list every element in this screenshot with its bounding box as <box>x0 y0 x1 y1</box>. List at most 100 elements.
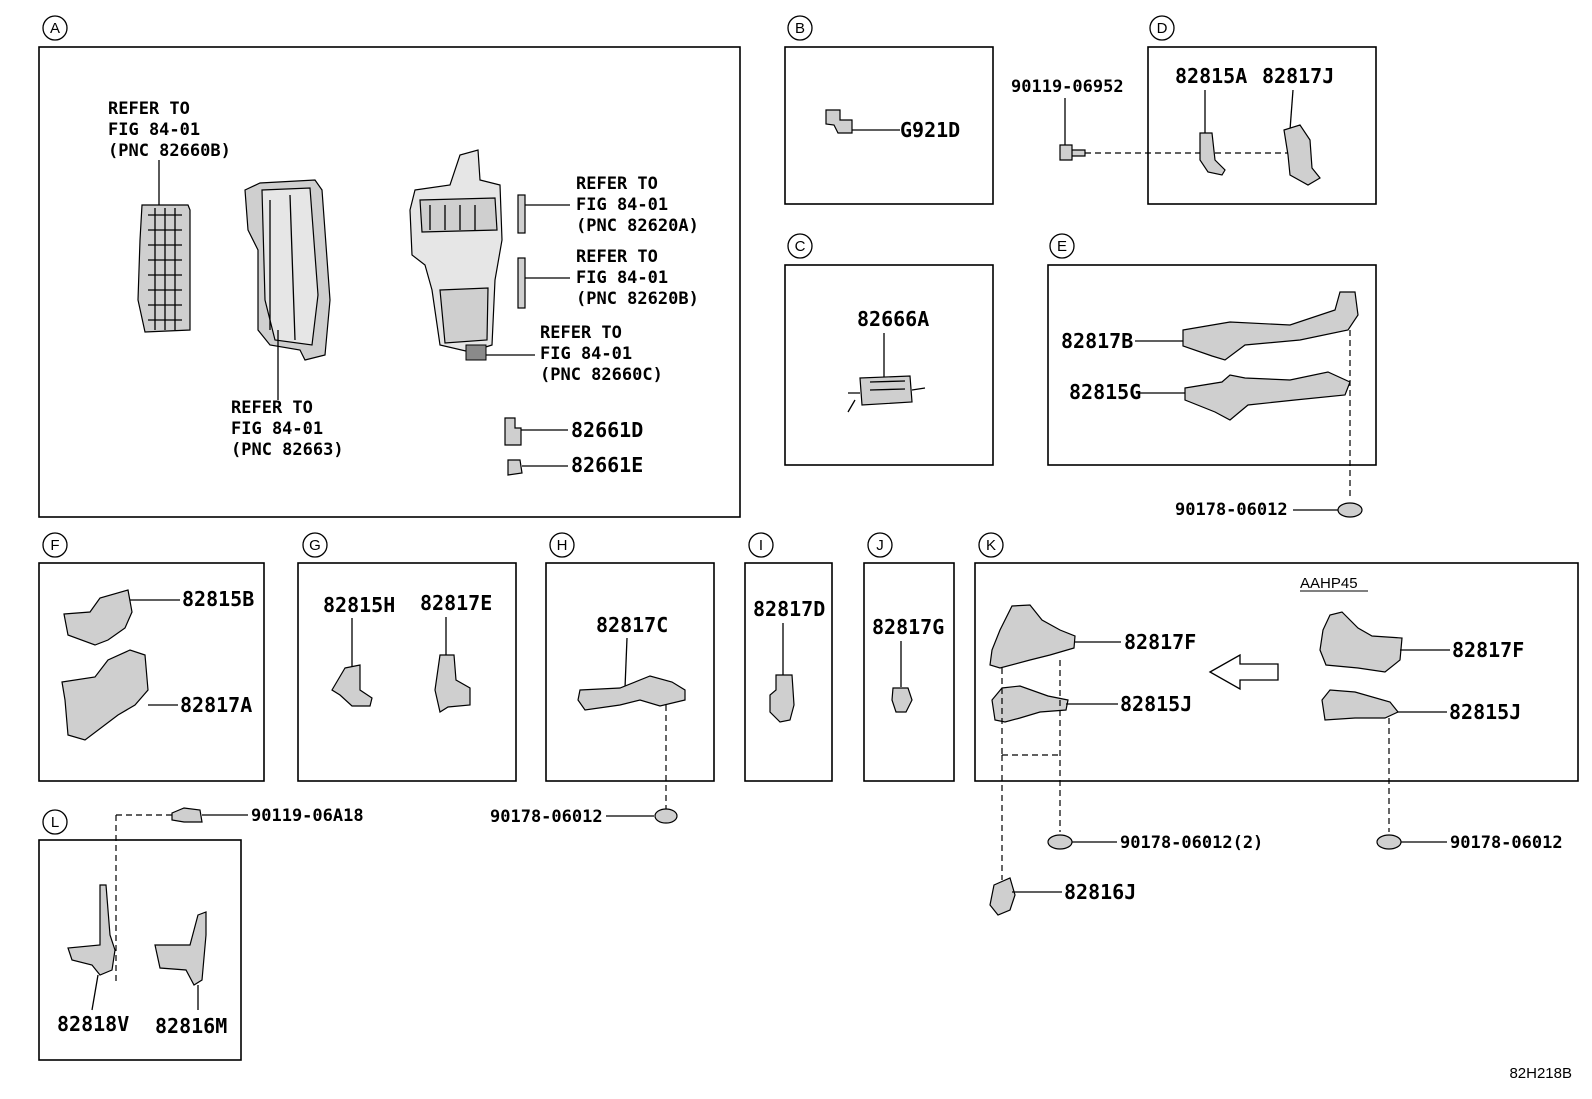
part-82666a-label: 82666A <box>857 307 929 331</box>
section-a-box <box>38 46 741 518</box>
section-a-marker <box>42 15 68 41</box>
section-j: J 82817G <box>863 532 955 782</box>
fastener-k-right-label: 90178-06012 <box>1450 833 1563 853</box>
section-e: E 82817B 82815G 90178-06012 <box>1047 233 1377 520</box>
section-h-marker <box>549 532 575 558</box>
section-j-marker <box>867 532 893 558</box>
section-b-marker <box>787 15 813 41</box>
part-82817f-left-drawing <box>989 604 1076 669</box>
section-j-letter: J <box>876 537 884 554</box>
part-82815a-drawing <box>1199 132 1226 176</box>
part-82661e-label: 82661E <box>571 453 643 477</box>
connector-block-82660b-drawing <box>137 204 191 333</box>
ref-82660b-line3: (PNC 82660B) <box>108 141 231 161</box>
section-d: D 90119-06952 82815A 82817J <box>1011 15 1377 205</box>
part-g921d-label: G921D <box>900 118 960 142</box>
fastener-h-label: 90178-06012 <box>490 807 603 827</box>
clip-k-left-drawing <box>1047 834 1073 850</box>
ref-82620a-line3: (PNC 82620A) <box>576 216 699 236</box>
section-k-marker <box>978 532 1004 558</box>
part-82816j-drawing <box>989 877 1016 916</box>
section-d-marker <box>1149 15 1175 41</box>
part-82815h-drawing <box>331 664 373 707</box>
section-h-letter: H <box>557 537 568 554</box>
part-82817d-label: 82817D <box>753 597 825 621</box>
ref-82663-line1: REFER TO <box>231 398 313 418</box>
part-82817f-right-drawing <box>1319 611 1403 673</box>
part-82817e-drawing <box>434 654 471 713</box>
section-c-letter: C <box>795 238 806 255</box>
section-l-box <box>38 839 242 1061</box>
part-82815b-drawing <box>63 589 133 646</box>
relay-block-drawing <box>409 149 503 361</box>
section-h: H 82817C 90178-06012 <box>490 532 715 827</box>
fuse-82620a-drawing <box>517 194 526 234</box>
part-82817b-drawing <box>1182 291 1359 361</box>
leader-82817j <box>1289 89 1294 131</box>
part-82817j-drawing <box>1283 124 1321 186</box>
section-k: K AAHP45 82817F 82815J 82817F 82815J 901… <box>974 532 1579 916</box>
section-c-box <box>784 264 994 466</box>
section-e-box <box>1047 264 1377 466</box>
section-f-box <box>38 562 265 782</box>
section-l: L 90119-06A18 82818V 82816M <box>38 806 364 1061</box>
ref-82620b-line1: REFER TO <box>576 247 658 267</box>
part-82818v-drawing <box>67 884 116 976</box>
arrow-left-icon <box>1208 653 1279 691</box>
section-f-letter: F <box>50 537 59 554</box>
ref-82620b-line3: (PNC 82620B) <box>576 289 699 309</box>
section-i-letter: I <box>759 537 763 554</box>
part-82815b-label: 82815B <box>182 587 254 611</box>
section-a-letter: A <box>50 20 60 37</box>
leader-82818v <box>91 974 99 1011</box>
ref-82660b-line1: REFER TO <box>108 99 190 119</box>
part-82816m-label: 82816M <box>155 1014 227 1038</box>
section-c-marker <box>787 233 813 259</box>
part-82661d-label: 82661D <box>571 418 643 442</box>
part-82815h-label: 82815H <box>323 593 395 617</box>
section-d-box <box>1147 46 1377 205</box>
part-82815g-label: 82815G <box>1069 380 1141 404</box>
part-82817a-drawing <box>61 649 149 741</box>
part-82817a-label: 82817A <box>180 693 252 717</box>
part-82816m-drawing <box>154 911 207 986</box>
section-g-letter: G <box>309 537 321 554</box>
section-e-marker <box>1049 233 1075 259</box>
section-i-marker <box>748 532 774 558</box>
part-82815j-right-drawing <box>1321 689 1399 721</box>
ref-82660c-line1: REFER TO <box>540 323 622 343</box>
section-l-marker <box>42 809 68 835</box>
clip-h-drawing <box>654 808 678 824</box>
part-82817b-label: 82817B <box>1061 329 1133 353</box>
section-g: G 82815H 82817E <box>297 532 517 782</box>
ref-82660c-line2: FIG 84-01 <box>540 344 632 364</box>
part-82817j-label: 82817J <box>1262 64 1334 88</box>
section-g-box <box>297 562 517 782</box>
section-i: I 82817D <box>744 532 833 782</box>
part-82815j-left-drawing <box>991 685 1069 723</box>
section-b-letter: B <box>795 20 805 37</box>
section-b-box <box>784 46 994 205</box>
section-f-marker <box>42 532 68 558</box>
ref-82660c-line3: (PNC 82660C) <box>540 365 663 385</box>
bolt-90119-06952-drawing <box>1059 144 1086 161</box>
ref-82620a-line1: REFER TO <box>576 174 658 194</box>
leader-82817c <box>624 637 628 689</box>
fastener-90119-06a18-label: 90119-06A18 <box>251 806 364 826</box>
variant-aahp45-label: AAHP45 <box>1300 575 1358 592</box>
section-h-box <box>545 562 715 782</box>
part-82817d-drawing <box>769 674 795 723</box>
part-82817f-left-label: 82817F <box>1124 630 1196 654</box>
ref-82620b-line2: FIG 84-01 <box>576 268 668 288</box>
section-f: F 82815B 82817A <box>38 532 265 782</box>
fastener-k-left-label: 90178-06012(2) <box>1120 833 1263 853</box>
section-g-marker <box>302 532 328 558</box>
part-82815a-label: 82815A <box>1175 64 1247 88</box>
part-82661e-drawing <box>507 459 523 476</box>
cover-82663-drawing <box>244 179 331 361</box>
part-82815g-drawing <box>1184 371 1351 421</box>
section-b: B G921D <box>784 15 994 205</box>
part-82817f-right-label: 82817F <box>1452 638 1524 662</box>
section-e-letter: E <box>1057 238 1067 255</box>
